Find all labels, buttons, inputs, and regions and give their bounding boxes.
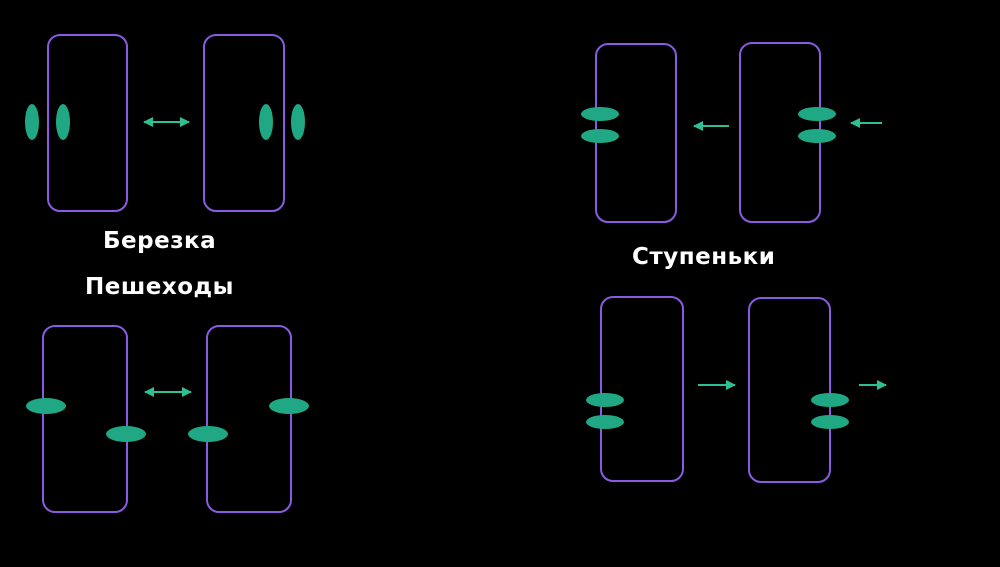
foot-icon [259,104,273,140]
peshehody-diagram [26,325,309,513]
caption-stupenki: Ступеньки [632,244,776,270]
foot-icon [106,426,146,442]
foot-icon [798,107,836,121]
foot-icon [269,398,309,414]
peshehody-frame-right [206,325,292,513]
stupenki-reverse-diagram [586,296,887,483]
foot-icon [26,398,66,414]
foot-icon [586,393,624,407]
stupenki-reverse-frame-right [748,297,831,483]
stupenki-diagram [581,42,882,223]
caption-peshehody: Пешеходы [85,274,234,300]
berezka-frame-right [203,34,285,212]
foot-icon [811,393,849,407]
foot-icon [188,426,228,442]
foot-icon [56,104,70,140]
foot-icon [586,415,624,429]
berezka-diagram [25,34,305,212]
foot-icon [581,107,619,121]
peshehody-frame-left [42,325,128,513]
foot-icon [798,129,836,143]
berezka-frame-left [47,34,128,212]
foot-icon [811,415,849,429]
foot-icon [25,104,39,140]
stupenki-reverse-frame-left [600,296,684,482]
foot-icon [581,129,619,143]
caption-berezka: Березка [103,228,217,254]
foot-icon [291,104,305,140]
